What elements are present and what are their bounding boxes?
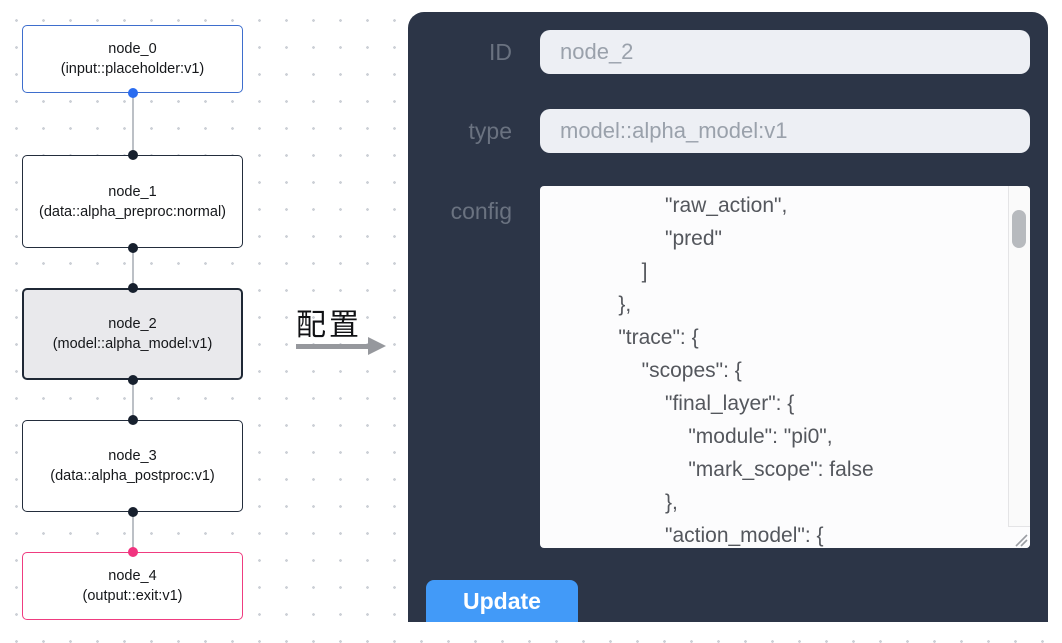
type-field-label: type [468,118,512,144]
config-json-text: "raw_action", "pred" ] }, "trace": { "sc… [618,194,874,547]
textarea-resize-handle-icon[interactable] [1008,526,1030,548]
config-scrollbar-thumb[interactable] [1012,210,1026,248]
id-field-label: ID [489,39,512,65]
node-title: node_4 [108,568,157,584]
port-node3-target[interactable] [128,415,138,425]
port-node2-source[interactable] [128,375,138,385]
right-arrow-head-icon [368,337,386,355]
node-type-label: (input::placeholder:v1) [60,61,205,77]
type-input[interactable]: model::alpha_model:v1 [540,109,1030,153]
port-node4-target[interactable] [128,547,138,557]
flow-node-1[interactable]: node_1 (data::alpha_preproc:normal) [22,155,243,248]
node-type-label: (data::alpha_preproc:normal) [39,203,226,220]
node-title: node_0 [108,41,157,57]
edge-node1-node2 [132,248,134,288]
flow-node-3[interactable]: node_3 (data::alpha_postproc:v1) [22,420,243,512]
config-scrollbar-track[interactable] [1008,186,1030,526]
config-field-label: config [450,198,512,224]
configure-annotation: 配置 [296,309,362,342]
node-title: node_1 [108,183,157,200]
node-type-label: (output::exit:v1) [82,588,183,604]
port-node3-source[interactable] [128,507,138,517]
port-node1-target[interactable] [128,150,138,160]
right-arrow-icon [296,344,370,349]
update-button[interactable]: Update [426,580,578,622]
config-textarea[interactable]: "raw_action", "pred" ] }, "trace": { "sc… [540,186,1030,548]
port-node2-target[interactable] [128,283,138,293]
edge-node3-node4 [132,512,134,552]
flow-node-0[interactable]: node_0 (input::placeholder:v1) [22,25,243,93]
node-type-label: (model::alpha_model:v1) [52,336,213,352]
port-node0-source[interactable] [128,88,138,98]
node-type-label: (data::alpha_postproc:v1) [50,468,215,484]
port-node1-source[interactable] [128,243,138,253]
node-title: node_3 [108,448,157,464]
flow-node-4[interactable]: node_4 (output::exit:v1) [22,552,243,620]
edge-node0-node1 [132,93,134,155]
edge-node2-node3 [132,380,134,420]
id-input[interactable]: node_2 [540,30,1030,74]
node-title: node_2 [108,316,157,332]
node-config-panel: ID node_2 type model::alpha_model:v1 con… [408,12,1048,622]
flow-node-2-selected[interactable]: node_2 (model::alpha_model:v1) [22,288,243,380]
